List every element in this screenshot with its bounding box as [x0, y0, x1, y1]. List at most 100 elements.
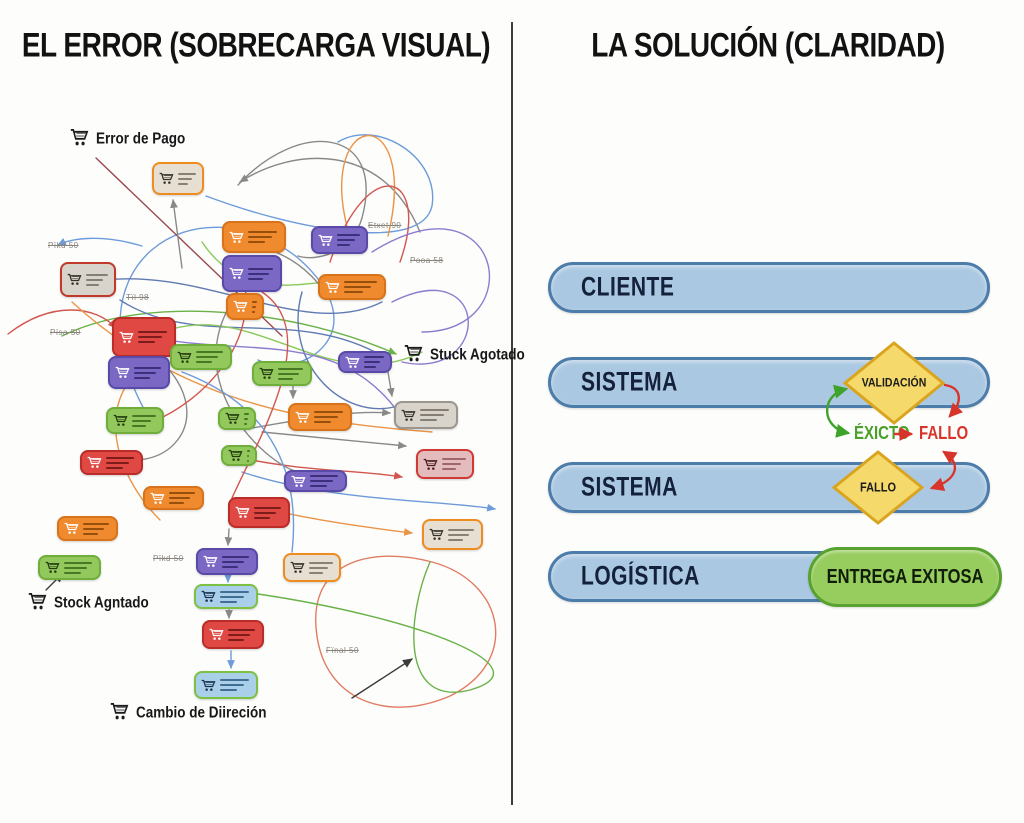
left-panel-title: EL ERROR (SOBRECARGA VISUAL) [21, 26, 491, 64]
scribble-text [220, 590, 251, 603]
flow-node [422, 519, 483, 550]
annotation-label: Stuck Agotado [404, 344, 525, 363]
scribble-text [314, 411, 345, 423]
flow-node [218, 407, 256, 430]
flow-node [194, 671, 258, 699]
faint-scribble-label: Pïkd 50 [153, 554, 184, 563]
flow-node [394, 401, 458, 429]
flow-node [143, 486, 204, 510]
flow-node [226, 293, 264, 320]
scribble-text [220, 679, 251, 691]
lane-label: LOGÍSTICA [581, 561, 700, 591]
cart-icon [318, 234, 333, 246]
scribble-text [222, 555, 251, 568]
scribble-text [364, 356, 385, 368]
scribble-text [83, 522, 111, 535]
flow-node [196, 548, 258, 575]
annotation-text: Error de Pago [96, 128, 186, 147]
lane-cliente: CLIENTE [548, 262, 990, 313]
scribble-text [248, 231, 279, 243]
cart-icon [87, 456, 102, 468]
cart-icon [423, 458, 438, 470]
cart-icon [67, 273, 82, 285]
flow-node [311, 226, 368, 254]
cart-icon [325, 281, 340, 293]
flow-node [60, 262, 116, 297]
annotation-label: Error de Pago [70, 128, 185, 147]
scribble-text [448, 528, 476, 541]
annotation-text: Stock Agntado [54, 592, 149, 611]
cart-icon [429, 528, 444, 540]
cart-icon [235, 506, 250, 518]
flow-node [38, 555, 101, 580]
faint-scribble-label: Etxet 90 [368, 221, 402, 230]
faint-scribble-label: Pooa 58 [410, 256, 444, 265]
cart-icon [228, 449, 243, 461]
flow-node [106, 407, 164, 434]
cart-icon [291, 475, 306, 487]
flow-node [170, 344, 232, 370]
flow-node [416, 449, 474, 479]
annotation-label: Stock Agntado [28, 592, 149, 611]
scribble-text [309, 561, 334, 574]
flow-node [252, 361, 312, 386]
scribble-text [278, 367, 305, 380]
cart-icon [119, 331, 134, 343]
flow-node [338, 351, 392, 373]
scribble-text [248, 267, 275, 280]
diamond-shape [842, 341, 946, 425]
scribble-text [244, 412, 249, 425]
cart-icon [259, 367, 274, 379]
scribble-text [252, 300, 257, 313]
cart-icon [225, 412, 240, 424]
scribble-text [254, 506, 283, 519]
annotation-label: Cambio de Diireción [110, 702, 267, 721]
cart-icon [150, 492, 165, 504]
cart-icon [177, 351, 192, 363]
end-node-label: ENTREGA EXITOSA [826, 565, 984, 588]
scribble-text [64, 561, 94, 574]
faint-scribble-label: Fïnal 50 [326, 646, 359, 655]
entrega-exitosa-node: ENTREGA EXITOSA [808, 547, 1002, 607]
decision-fallo: FALLO [831, 449, 925, 526]
scribble-text [138, 331, 169, 343]
scribble-text [247, 449, 250, 462]
cart-icon [203, 555, 218, 567]
annotation-text: Stuck Agotado [430, 344, 525, 363]
scribble-text [134, 366, 163, 379]
lane-label: CLIENTE [581, 272, 675, 302]
cart-icon [110, 703, 129, 720]
cart-icon [229, 231, 244, 243]
flow-node [221, 445, 257, 466]
cart-icon [64, 522, 79, 534]
flow-node [80, 450, 143, 475]
cart-icon [113, 414, 128, 426]
cart-icon [295, 411, 310, 423]
outcome-fallo-label: FALLO [919, 423, 969, 444]
cart-icon [28, 593, 47, 610]
cart-icon [70, 129, 89, 146]
scribble-text [442, 458, 467, 470]
cart-icon [45, 561, 60, 573]
flow-node [108, 356, 170, 389]
cart-icon [201, 679, 216, 691]
scribble-text [196, 351, 225, 363]
flow-node [283, 553, 341, 582]
annotation-text: Cambio de Diireción [136, 702, 267, 721]
cart-icon [209, 628, 224, 640]
flow-node [284, 470, 347, 492]
cart-icon [290, 561, 305, 573]
right-panel-title: LA SOLUCIÓN (CLARIDAD) [591, 26, 945, 64]
scribble-text [169, 492, 197, 504]
cart-icon [201, 590, 216, 602]
diamond-label: FALLO [859, 480, 897, 495]
flow-node [228, 497, 290, 528]
cart-icon [401, 409, 416, 421]
scribble-text [344, 281, 379, 293]
cart-icon [159, 172, 174, 184]
cart-icon [229, 267, 244, 279]
scribble-text [420, 409, 451, 421]
cart-icon [345, 356, 360, 368]
diamond-shape [831, 450, 925, 525]
flow-node [112, 317, 176, 357]
